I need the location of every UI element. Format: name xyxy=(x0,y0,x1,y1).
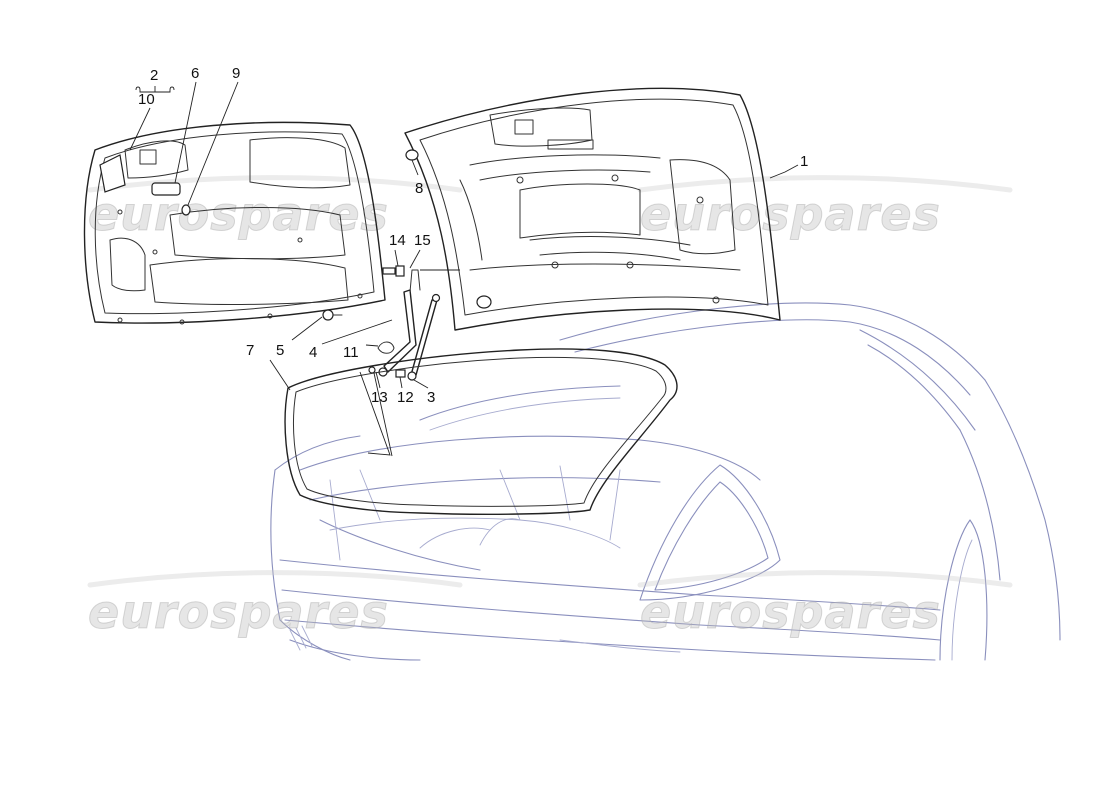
callout-14: 14 xyxy=(389,232,406,249)
watermark-text-3: eurospares xyxy=(88,585,389,639)
callout-9: 9 xyxy=(232,65,240,82)
watermark-text-4: eurospares xyxy=(640,585,941,639)
callout-3: 3 xyxy=(427,389,435,406)
leader-lines xyxy=(129,81,799,457)
hinge-and-strut-assembly xyxy=(368,265,441,381)
callout-10: 10 xyxy=(138,91,155,108)
watermark-layer: eurospares eurospares eurospares eurospa… xyxy=(87,175,1013,640)
callout-13: 13 xyxy=(371,389,388,406)
car-body-outline xyxy=(270,302,1061,661)
trunk-lid-trim-panel xyxy=(83,121,386,325)
callout-8: 8 xyxy=(415,180,423,197)
trunk-opening-seal xyxy=(284,348,678,515)
callout-15: 15 xyxy=(414,232,431,249)
callout-12: 12 xyxy=(397,389,414,406)
callout-4: 4 xyxy=(309,344,317,361)
callout-labels: 1 2 3 4 5 6 7 8 9 10 11 12 13 14 15 xyxy=(138,65,808,406)
watermark-text-2: eurospares xyxy=(640,187,941,241)
callout-6: 6 xyxy=(191,65,199,82)
callout-11: 11 xyxy=(343,344,359,361)
trunk-lid-panel xyxy=(404,87,781,331)
watermark-text-1: eurospares xyxy=(88,187,389,241)
callout-7: 7 xyxy=(246,342,254,359)
callout-2: 2 xyxy=(150,67,158,84)
callout-5: 5 xyxy=(276,342,284,359)
callout-1: 1 xyxy=(800,153,808,170)
